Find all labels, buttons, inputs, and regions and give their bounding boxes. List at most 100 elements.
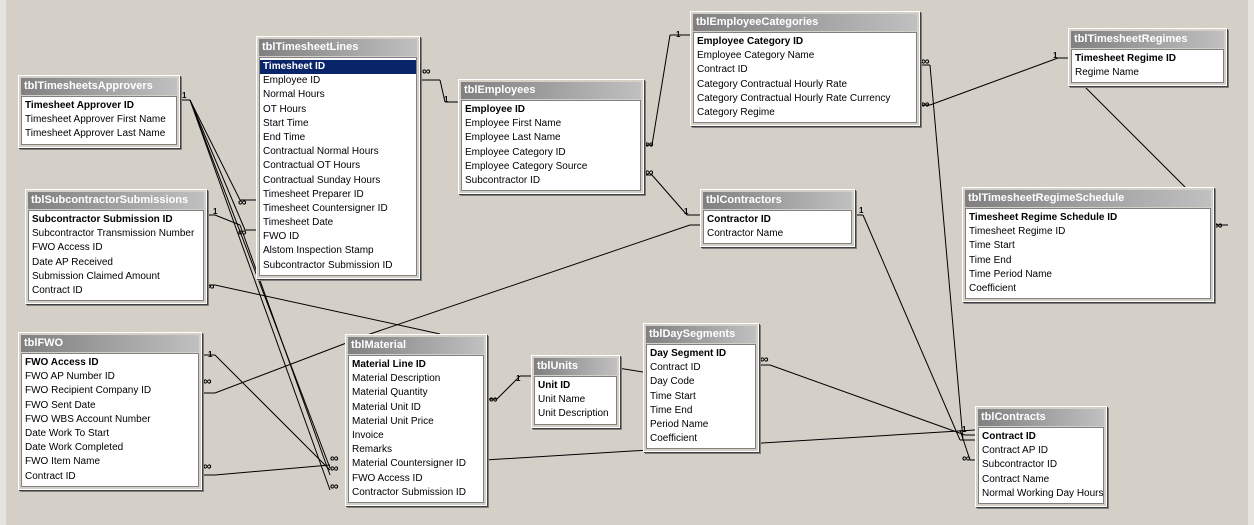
table-tblTimesheetRegimes[interactable]: tblTimesheetRegimes Timesheet Regime ID R… [1068,28,1227,87]
table-tblContractors[interactable]: tblContractors Contractor ID Contractor N… [700,189,855,248]
field-row[interactable]: Start Time [263,117,309,129]
relationship-line[interactable] [214,214,241,226]
field-row[interactable]: Timesheet Approver ID [25,100,134,111]
field-row[interactable]: FWO AP Number ID [25,371,115,383]
field-row[interactable]: Timesheet Preparer ID [263,188,364,200]
field-row[interactable]: Contractual OT Hours [263,160,361,172]
field-row[interactable]: Material Unit ID [352,401,421,413]
field-row[interactable]: Employee Category ID [697,36,804,47]
field-row[interactable]: Contractor ID [707,214,771,225]
field-row[interactable]: Contractor Submission ID [352,486,466,498]
relationship-line[interactable] [651,34,671,146]
field-row[interactable]: Timesheet Approver First Name [25,114,166,126]
field-row[interactable]: FWO Sent Date [25,399,96,411]
table-tblEmployeeCategories[interactable]: tblEmployeeCategories Employee Category … [690,11,920,127]
field-row[interactable]: Subcontractor ID [465,174,541,186]
relationship-line[interactable] [1077,79,1186,188]
relationship-line[interactable] [496,375,521,400]
field-row[interactable]: Timesheet Approver Last Name [25,128,166,140]
field-row[interactable]: Day Code [650,376,695,388]
field-row[interactable]: Contract ID [982,431,1036,442]
table-title[interactable]: tblSubcontractorSubmissions [28,192,204,209]
table-tblFWO[interactable]: tblFWO FWO Access ID FWO AP Number ID FWO … [18,332,202,490]
table-title[interactable]: tblEmployeeCategories [693,14,917,31]
field-row[interactable]: Submission Claimed Amount [32,270,160,282]
field-row[interactable]: Category Regime [697,106,775,118]
field-row[interactable]: Material Countersigner ID [352,458,466,470]
field-row[interactable]: Contract AP ID [982,445,1048,457]
field-row[interactable]: Normal Hours [263,89,325,101]
field-row[interactable]: Employee Last Name [465,132,561,144]
field-row[interactable]: Date AP Received [32,256,113,268]
field-row[interactable]: Timesheet Date [263,217,334,229]
field-row[interactable]: Date Work Completed [25,442,124,454]
field-row[interactable]: FWO Recipient Company ID [25,385,152,397]
field-row[interactable]: FWO WBS Account Number [25,413,151,425]
field-row[interactable]: Time Start [650,390,696,402]
field-row[interactable]: Employee Category Name [697,50,815,62]
field-row[interactable]: FWO Access ID [25,357,99,368]
field-row[interactable]: FWO Item Name [25,456,101,468]
relationship-line[interactable] [214,284,441,335]
relationship-line[interactable] [214,354,331,471]
field-row[interactable]: Subcontractor ID [982,459,1058,471]
field-row[interactable]: Employee Category Source [465,160,588,172]
relationship-line[interactable] [617,367,644,373]
field-row[interactable]: End Time [263,131,306,143]
table-tblSubcontractorSubmissions[interactable]: tblSubcontractorSubmissions Subcontracto… [25,189,207,305]
field-row[interactable]: FWO Access ID [352,472,423,484]
table-title[interactable]: tblTimesheetsApprovers [21,78,177,95]
field-row[interactable]: Timesheet ID [260,60,416,75]
field-row[interactable]: Material Description [352,373,441,385]
table-title[interactable]: tblUnits [534,358,617,375]
relationship-line[interactable] [439,79,446,103]
table-tblTimesheetRegimeSchedule[interactable]: tblTimesheetRegimeSchedule Timesheet Reg… [962,187,1214,303]
field-row[interactable]: Alstom Inspection Stamp [263,245,374,257]
field-row[interactable]: Coefficient [650,433,698,445]
field-row[interactable]: Unit ID [538,380,571,391]
relationship-line[interactable] [929,64,964,441]
field-row[interactable]: FWO ID [263,231,300,243]
field-row[interactable]: Material Unit Price [352,415,434,427]
field-row[interactable]: Employee Category ID [465,146,566,158]
table-tblTimesheetsApprovers[interactable]: tblTimesheetsApprovers Timesheet Approve… [18,75,180,148]
table-title[interactable]: tblFWO [21,335,199,352]
field-row[interactable]: Contract Name [982,473,1050,485]
table-title[interactable]: tblTimesheetLines [259,39,417,56]
field-row[interactable]: Unit Description [538,408,609,420]
table-title[interactable]: tblContracts [978,409,1104,426]
field-row[interactable]: Employee First Name [465,118,562,130]
relationship-line[interactable] [929,57,1059,106]
field-row[interactable]: Unit Name [538,394,586,406]
field-row[interactable]: Material Line ID [352,359,426,370]
field-row[interactable]: Subcontractor Submission ID [32,214,173,225]
field-row[interactable]: Contract ID [25,470,76,482]
field-row[interactable]: Time Start [969,240,1015,252]
field-row[interactable]: Contract ID [697,64,748,76]
field-row[interactable]: Contractor Name [707,228,784,240]
field-row[interactable]: Normal Working Day Hours [982,487,1103,499]
table-tblMaterial[interactable]: tblMaterial Material Line ID Material Des… [345,334,487,506]
table-title[interactable]: tblTimesheetRegimeSchedule [965,190,1211,207]
field-row[interactable]: Regime Name [1075,67,1139,79]
field-row[interactable]: Subcontractor Submission ID [263,259,393,271]
field-row[interactable]: Coefficient [969,282,1017,294]
field-row[interactable]: Timesheet Regime ID [1075,53,1176,64]
table-title[interactable]: tblTimesheetRegimes [1071,31,1224,48]
field-row[interactable]: Subcontractor Transmission Number [32,228,195,240]
field-row[interactable]: Date Work To Start [25,427,110,439]
field-row[interactable]: Category Contractual Hourly Rate [697,78,848,90]
field-row[interactable]: Material Quantity [352,387,428,399]
field-row[interactable]: Contract ID [32,284,83,296]
field-row[interactable]: Contract ID [650,362,701,374]
field-row[interactable]: Timesheet Regime ID [969,226,1066,238]
field-row[interactable]: Contractual Sunday Hours [263,174,381,186]
table-title[interactable]: tblMaterial [348,337,484,354]
field-row[interactable]: Category Contractual Hourly Rate Currenc… [697,92,891,104]
table-title[interactable]: tblContractors [703,192,852,209]
field-row[interactable]: OT Hours [263,103,307,115]
